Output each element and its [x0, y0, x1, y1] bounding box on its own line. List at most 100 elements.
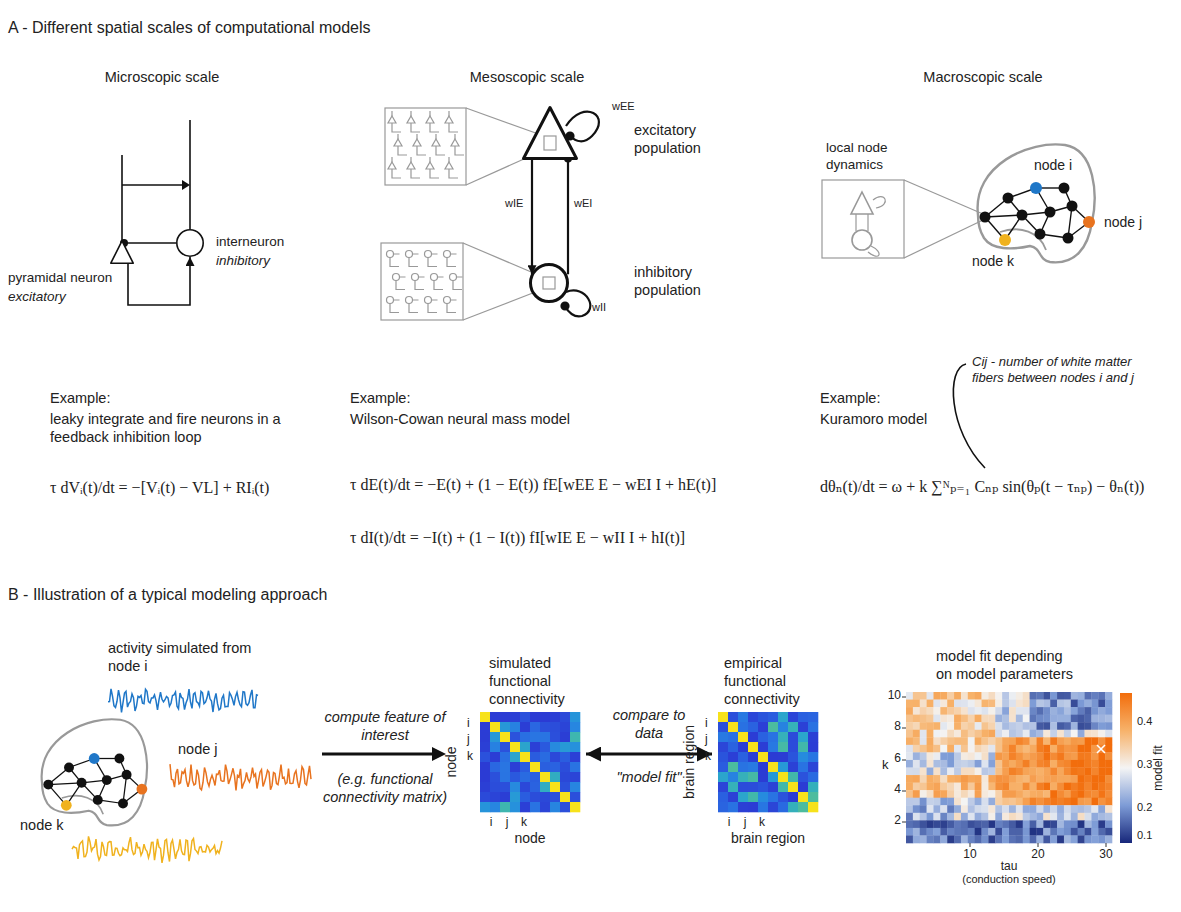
figure-part [540, 772, 550, 782]
node-text: model fit depending on model parameters [936, 647, 1081, 683]
figure-part [920, 783, 927, 791]
figure-part [947, 783, 954, 791]
figure-part [1059, 183, 1070, 194]
figure-part [947, 737, 954, 745]
figure-part [396, 277, 406, 290]
figure-part [927, 805, 934, 813]
figure-part [1105, 692, 1112, 700]
node-shape [718, 712, 818, 812]
figure-part [409, 300, 419, 313]
figure-part [947, 752, 954, 760]
figure-part [93, 795, 103, 805]
figure-part [1002, 820, 1009, 828]
label-text: node j [178, 740, 218, 758]
figure-part [1050, 768, 1057, 776]
macro-inset [822, 180, 983, 258]
figure-part [1043, 760, 1050, 768]
figure-part [1016, 752, 1023, 760]
label-text: Kuramoro model [820, 410, 927, 428]
figure-part [1043, 707, 1050, 715]
figure-part [748, 772, 758, 782]
figure-part [1030, 692, 1037, 700]
figure-part [1016, 707, 1023, 715]
label-text: leaky integrate and fire neurons in a fe… [50, 410, 300, 446]
figure-part [1050, 722, 1057, 730]
figure-part [975, 737, 982, 745]
figure-part [570, 802, 580, 812]
figure-part [1050, 730, 1057, 738]
figure-part [122, 770, 132, 780]
figure-part [748, 722, 758, 732]
figure-part [406, 297, 413, 304]
figure-part [982, 783, 989, 791]
heatmap: model fit depending on model parameters [906, 692, 1112, 843]
figure-part [1085, 722, 1092, 730]
figure-part [530, 782, 540, 792]
figure-part [933, 805, 940, 813]
figure-part [480, 792, 490, 802]
figure-part [982, 798, 989, 806]
figure-part [550, 792, 560, 802]
figure-part [768, 722, 778, 732]
figure-part [1038, 843, 1039, 847]
figure-part [968, 760, 975, 768]
label-text: j [738, 815, 752, 830]
figure-part [906, 737, 913, 745]
figure-part [447, 300, 457, 313]
figure-part [985, 215, 1022, 217]
figure-part [428, 254, 438, 267]
figure-part [988, 798, 995, 806]
figure-part [913, 820, 920, 828]
figure-part [1071, 835, 1078, 843]
figure-part [540, 752, 550, 762]
figure-part [738, 772, 748, 782]
figure-part [988, 828, 995, 836]
figure-part [1043, 768, 1050, 776]
figure-part [1002, 722, 1009, 730]
figure-part [988, 768, 995, 776]
figure-part [550, 722, 560, 732]
figure-part [500, 732, 510, 742]
figure-part [1036, 813, 1043, 821]
figure-part [1091, 715, 1098, 723]
figure-part [1030, 737, 1037, 745]
figure-part [798, 802, 808, 812]
figure-part [968, 790, 975, 798]
figure-part [1036, 805, 1043, 813]
figure-part [432, 139, 440, 146]
figure-part [1064, 805, 1071, 813]
label-text: compute feature of interest [315, 708, 455, 744]
figure-part [768, 802, 778, 812]
figure-part [920, 798, 927, 806]
figure-part [449, 111, 458, 132]
figure-part [995, 692, 1002, 700]
figure-part [954, 745, 961, 753]
figure-part [906, 805, 913, 813]
figure-part [1064, 715, 1071, 723]
figure-part [940, 813, 947, 821]
label-text: k [882, 757, 889, 773]
figure-part [1105, 768, 1112, 776]
figure-part [407, 116, 415, 123]
figure-part [1057, 768, 1064, 776]
figure-part [530, 752, 540, 762]
figure-part [975, 768, 982, 776]
figure-part [1078, 722, 1085, 730]
figure-part [490, 792, 500, 802]
figure-part [1057, 752, 1064, 760]
figure-part [1064, 813, 1071, 821]
figure-part [1078, 752, 1085, 760]
figure-part [1091, 783, 1098, 791]
figure-part [1023, 737, 1030, 745]
label-text: "model fit" [604, 768, 694, 786]
figure-part [968, 715, 975, 723]
figure-part [1000, 229, 1046, 250]
figure-part [927, 700, 934, 708]
figure-part [550, 782, 560, 792]
figure-part [738, 712, 748, 722]
figure-part [1057, 707, 1064, 715]
figure-part [1050, 692, 1057, 700]
figure-part [1057, 798, 1064, 806]
figure-part [1071, 820, 1078, 828]
connector [531, 159, 533, 275]
